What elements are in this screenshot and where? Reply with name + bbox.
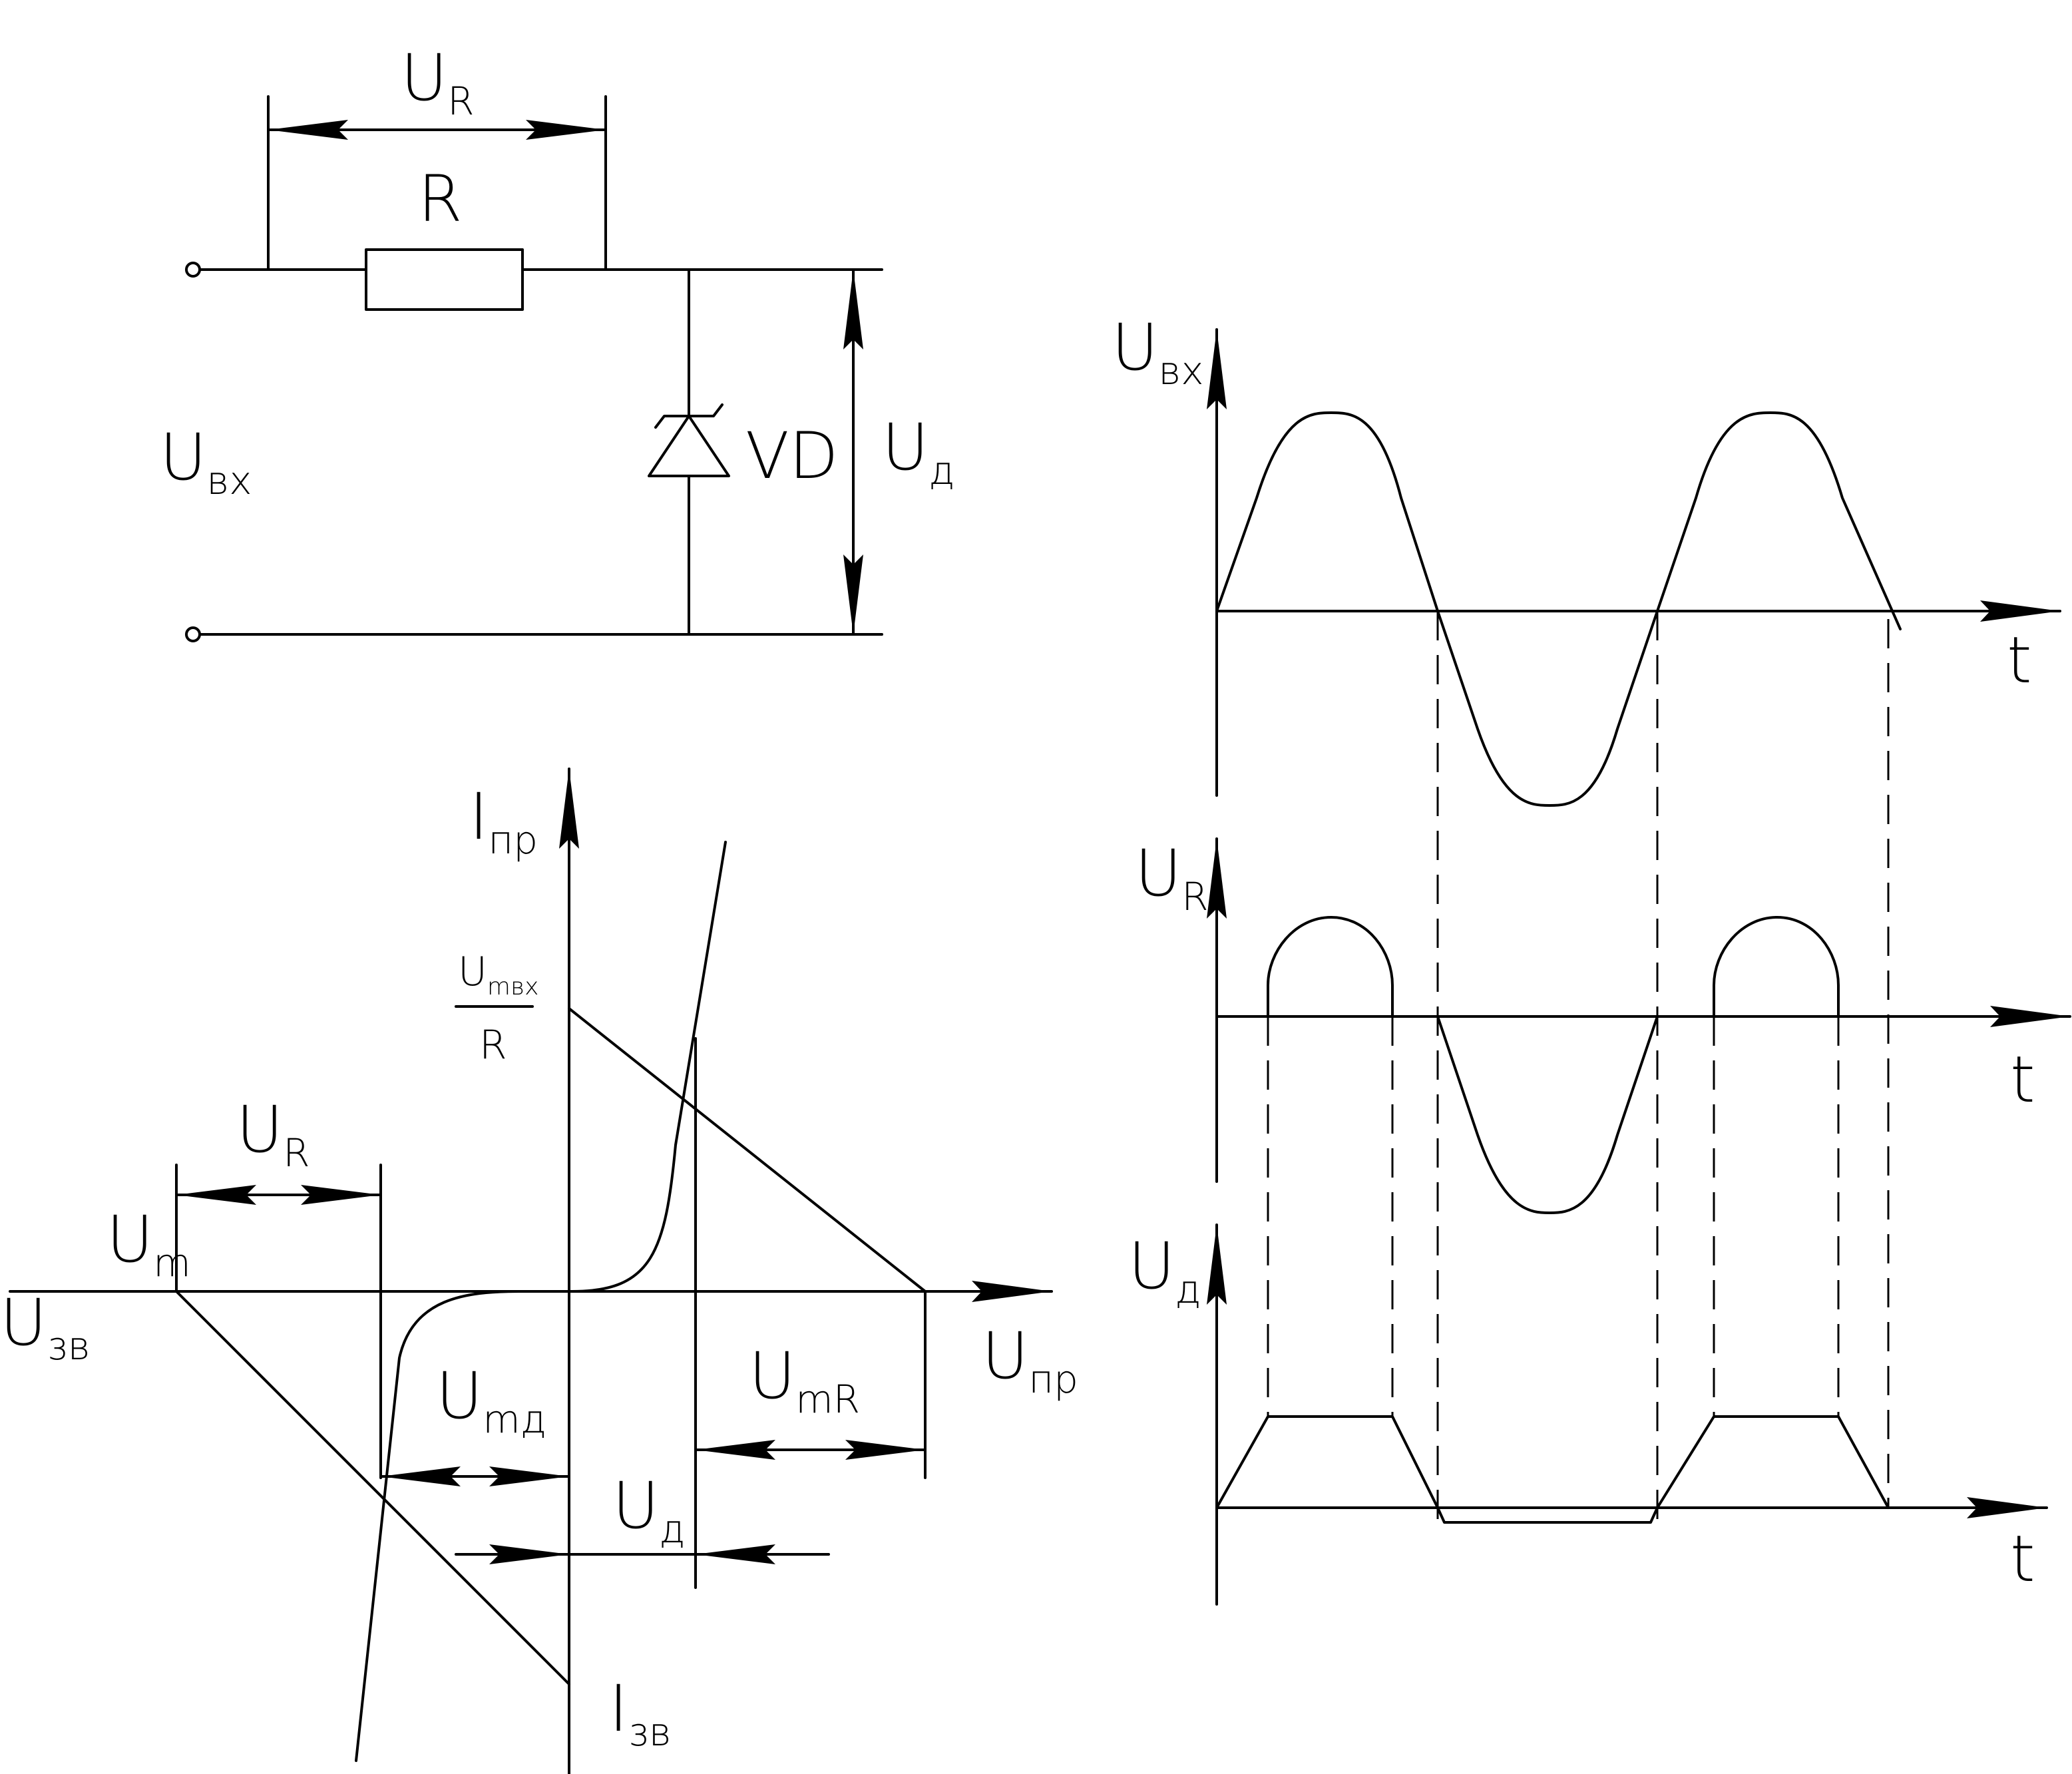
ur-t-arrowhead: [1990, 1006, 2070, 1027]
ur-extension-lines: [267, 95, 607, 271]
vac-extension-lines: [175, 1037, 927, 1589]
fraction-denominator: R: [479, 1022, 507, 1068]
zener-diode-symbol: [648, 403, 730, 477]
ud-y-arrowhead: [1207, 1225, 1227, 1305]
um-label: Um: [106, 1202, 191, 1285]
ud-t-arrowhead: [1967, 1497, 2047, 1518]
ur-arrowhead-left: [268, 120, 348, 140]
resistor-label: R: [418, 162, 463, 236]
uin-t-arrowhead: [1980, 600, 2060, 622]
umd-arrow-left: [381, 1466, 461, 1486]
fraction-numerator: Umвх: [458, 949, 538, 1000]
diode-characteristic-curve: [355, 841, 727, 1762]
load-line-reverse: [175, 1290, 570, 1685]
resistor: [365, 248, 524, 311]
uin-y-arrowhead: [1207, 330, 1227, 409]
umd-arrow-right: [489, 1466, 569, 1486]
circuit-ud-label: Uд: [882, 410, 955, 493]
ud-arrow-into-axis: [489, 1544, 569, 1564]
ur-y-arrowhead: [1207, 839, 1227, 919]
ud-axis-label: Uд: [1128, 1229, 1201, 1312]
ud-arrowhead-top: [843, 270, 863, 349]
vac-x-arrowhead: [972, 1281, 1052, 1302]
vac-ud-label: Uд: [612, 1468, 686, 1552]
uin-waveform: [1215, 411, 1902, 807]
waveforms: Uвх UR Uд t t t: [1112, 310, 2071, 1606]
umd-label: Umд: [436, 1359, 546, 1442]
ud-arrow-into-operating-line: [696, 1544, 775, 1564]
vd-label: VD: [745, 419, 839, 493]
ud-waveform: [1215, 1415, 1890, 1524]
vac-graph: Iпр Uпр Uзв Iзв Umвх R UR Um Umд UmR Uд: [0, 768, 1078, 1774]
input-terminal-bottom: [185, 626, 201, 642]
ur-axis-label: UR: [1135, 836, 1209, 919]
vac-ur-arrow-left: [176, 1185, 256, 1205]
vac-ur-label: UR: [236, 1092, 310, 1176]
uzv-axis-label: Uзв: [0, 1285, 91, 1369]
t-label-1: t: [2007, 623, 2032, 698]
circuit-ur-label: UR: [401, 41, 475, 124]
ud-arrowhead-bottom: [843, 554, 863, 634]
t-label-3: t: [2010, 1522, 2035, 1596]
projection-lines: [1267, 611, 1890, 1522]
ur-arrowhead-right: [526, 120, 606, 140]
uin-axis-label: Uвх: [1112, 310, 1204, 393]
vac-ur-arrow-right: [301, 1185, 381, 1205]
ur-waveform: [1267, 916, 1840, 1214]
input-voltage-label: Uвх: [160, 420, 252, 503]
ipr-axis-label: Iпр: [469, 779, 538, 863]
umr-arrow-left: [696, 1440, 775, 1460]
umr-label: UmR: [749, 1339, 860, 1422]
input-terminal-top: [185, 262, 201, 278]
upr-axis-label: Uпр: [982, 1319, 1078, 1402]
umr-arrow-right: [845, 1440, 925, 1460]
vac-y-arrowhead: [559, 769, 579, 849]
load-line-forward: [568, 1007, 927, 1293]
circuit-diagram: UR R Uвх VD Uд: [160, 41, 955, 642]
t-label-2: t: [2010, 1042, 2035, 1117]
izv-axis-label: Iзв: [609, 1671, 672, 1755]
